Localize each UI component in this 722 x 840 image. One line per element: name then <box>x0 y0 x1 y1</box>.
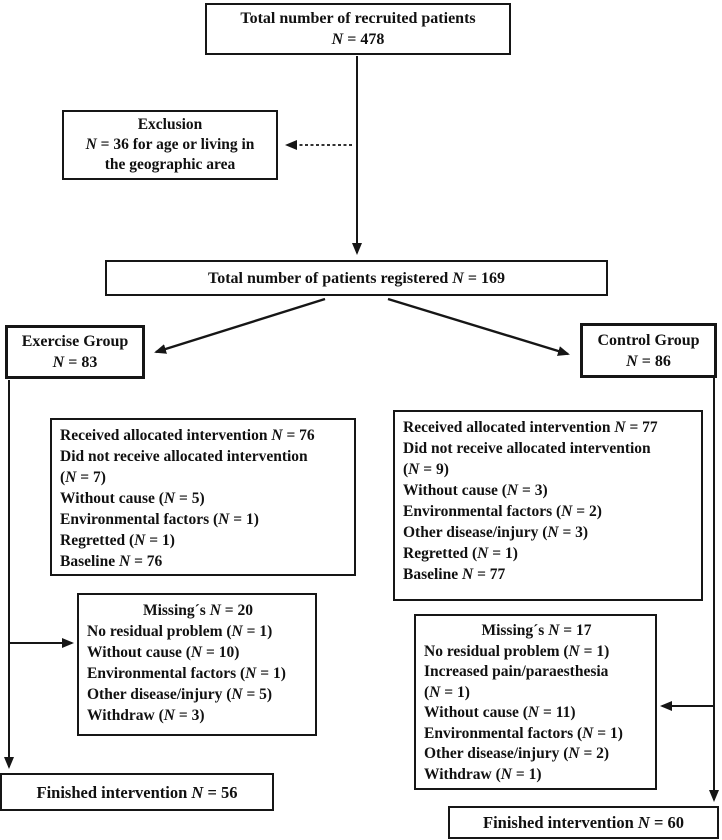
control-group-count: N = 86 <box>626 352 671 370</box>
registered-patients-box: Total number of patients registered N = … <box>105 260 608 296</box>
exercise-group-box: Exercise Group N = 83 <box>5 325 145 379</box>
missing-line: Withdraw (N = 1) <box>424 765 542 783</box>
control-intervention-box: Received allocated intervention N = 77 D… <box>393 410 703 601</box>
missing-line: Increased pain/paraesthesia <box>424 663 609 680</box>
exercise-group-count: N = 83 <box>52 354 98 371</box>
control-group-label: Control Group <box>597 331 700 349</box>
missing-title: Missing´s N = 17 <box>481 622 592 639</box>
missing-title: Missing´s N = 20 <box>142 602 254 619</box>
intervention-line: Other disease/injury (N = 3) <box>403 524 589 541</box>
missing-line: Other disease/injury (N = 5) <box>87 686 273 703</box>
intervention-line: (N = 7) <box>60 469 106 486</box>
intervention-line: Baseline N = 76 <box>60 553 163 570</box>
exercise-group-label: Exercise Group <box>21 333 129 350</box>
recruited-count: N = 478 <box>331 31 385 48</box>
finished-line: Finished intervention N = 56 <box>36 782 238 802</box>
arrow-registered-to-control-group <box>387 297 570 356</box>
control-group-box: Control Group N = 86 <box>580 323 717 378</box>
intervention-line: Without cause (N = 5) <box>60 490 205 507</box>
missing-line: Environmental factors (N = 1) <box>424 724 623 742</box>
intervention-line: Did not receive allocated intervention <box>60 448 308 465</box>
intervention-line: Environmental factors (N = 2) <box>403 503 602 520</box>
missing-line: Without cause (N = 11) <box>424 704 576 721</box>
missing-line: Environmental factors (N = 1) <box>87 665 286 682</box>
exclusion-box: Exclusion N = 36 for age or living in th… <box>62 110 278 180</box>
intervention-line: (N = 9) <box>403 461 449 478</box>
registered-line: Total number of patients registered N = … <box>208 269 505 287</box>
missing-line: No residual problem (N = 1) <box>424 642 610 660</box>
finished-line: Finished intervention N = 60 <box>482 813 684 832</box>
missing-line: (N = 1) <box>424 683 470 701</box>
missing-line: No residual problem (N = 1) <box>87 623 273 640</box>
intervention-line: Received allocated intervention N = 77 <box>403 419 658 436</box>
missing-line: Other disease/injury (N = 2) <box>424 745 610 762</box>
missing-line: Withdraw (N = 3) <box>87 707 205 724</box>
intervention-line: Regretted (N = 1) <box>60 532 175 549</box>
missing-line: Without cause (N = 10) <box>87 644 240 661</box>
intervention-line: Received allocated intervention N = 76 <box>60 427 315 444</box>
intervention-line: Regretted (N = 1) <box>403 545 518 562</box>
exclusion-line: the geographic area <box>104 156 236 173</box>
exercise-intervention-box: Received allocated intervention N = 76 D… <box>50 418 356 576</box>
exclusion-title: Exclusion <box>137 116 203 133</box>
exercise-finished-box: Finished intervention N = 56 <box>0 773 274 811</box>
control-missing-box: Missing´s N = 17 No residual problem (N … <box>414 614 657 790</box>
intervention-line: Baseline N = 77 <box>403 566 506 583</box>
exclusion-line: N = 36 for age or living in <box>85 136 255 153</box>
intervention-line: Without cause (N = 3) <box>403 482 548 499</box>
arrow-registered-to-exercise-group <box>154 297 326 354</box>
recruited-patients-box: Total number of recruited patients N = 4… <box>205 3 511 55</box>
control-finished-box: Finished intervention N = 60 <box>448 806 719 839</box>
exercise-missing-box: Missing´s N = 20 No residual problem (N … <box>77 593 317 736</box>
intervention-line: Did not receive allocated intervention <box>403 440 651 457</box>
intervention-line: Environmental factors (N = 1) <box>60 511 259 528</box>
recruited-line: Total number of recruited patients <box>240 10 476 27</box>
